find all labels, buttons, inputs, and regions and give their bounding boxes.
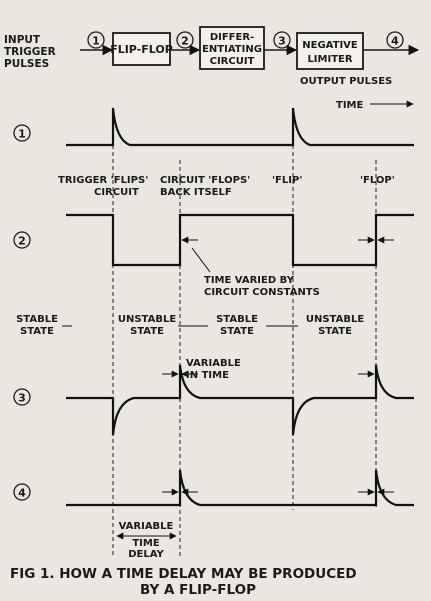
time-varied-leader	[191, 247, 211, 273]
limiter-block-line-2: LIMITER	[307, 54, 352, 65]
delay-label-line-2: TIME	[132, 538, 159, 549]
output-pulse-trace	[66, 469, 414, 507]
input-label-line-3: PULSES	[4, 58, 49, 70]
variable-in-time-line-2: IN TIME	[186, 370, 229, 381]
flip-flop-block	[112, 32, 171, 66]
node-3-circle	[273, 31, 291, 49]
stable-state-1-line-1: STABLE	[16, 314, 58, 325]
state-labels: STABLE STATE UNSTABLE STATE STABLE STATE…	[16, 314, 364, 337]
time-varied-line-2: CIRCUIT CONSTANTS	[204, 287, 320, 298]
unstable-state-2-line-1: UNSTABLE	[306, 314, 364, 325]
differentiating-circuit-block	[199, 26, 265, 70]
node-2-circle	[176, 31, 194, 49]
delay-label-line-1: VARIABLE	[119, 521, 174, 532]
waveform-2-label: 2	[18, 235, 26, 248]
stable-state-2-line-2: STATE	[220, 326, 254, 337]
flip-label: 'FLIP'	[272, 175, 302, 186]
negative-limiter-block	[296, 32, 364, 70]
unstable-state-2-line-2: STATE	[318, 326, 352, 337]
unstable-state-1-line-1: UNSTABLE	[118, 314, 176, 325]
waveform-2: 2	[13, 213, 414, 273]
trigger-flips-line-2: CIRCUIT	[94, 187, 139, 198]
input-label-line-1: INPUT	[4, 34, 41, 46]
time-delay-annotation: VARIABLE TIME DELAY	[116, 521, 177, 560]
caption-line-1: FIG 1. HOW A TIME DELAY MAY BE PRODUCED	[10, 566, 357, 582]
diff-block-line-3: CIRCUIT	[210, 56, 255, 67]
stable-state-1-line-2: STATE	[20, 326, 54, 337]
waveform-2-label-circle	[13, 231, 31, 249]
waveform-4-label-circle	[13, 483, 31, 501]
flip-flop-output-trace	[66, 213, 414, 267]
diff-block-line-2: ENTIATING	[202, 44, 262, 55]
waveform-1-label: 1	[18, 128, 26, 141]
circuit-flops-line-1: CIRCUIT 'FLOPS'	[160, 175, 250, 186]
flip-flop-block-label: FLIP-FLOP	[110, 43, 173, 56]
node-1-label: 1	[92, 35, 100, 48]
time-markers	[112, 145, 377, 558]
trigger-pulse-trace	[66, 107, 414, 147]
block-diagram: INPUT TRIGGER PULSES 1 FLIP-FLOP 2 DIFFE…	[4, 26, 420, 87]
node-2-label: 2	[181, 35, 189, 48]
waveform-3: 3	[13, 364, 414, 436]
waveform-3-label: 3	[18, 392, 26, 405]
diff-block-line-1: DIFFER-	[210, 32, 254, 43]
input-label-line-2: TRIGGER	[4, 46, 56, 58]
stable-state-2-line-1: STABLE	[216, 314, 258, 325]
differentiated-trace	[66, 364, 414, 436]
waveform-4-label: 4	[18, 487, 26, 500]
limiter-block-line-1: NEGATIVE	[302, 40, 358, 51]
flop-label: 'FLOP'	[360, 175, 395, 186]
time-label: TIME	[336, 100, 363, 111]
node-1-circle	[87, 31, 105, 49]
waveform-4: 4	[13, 469, 414, 507]
circuit-flops-line-2: BACK ITSELF	[160, 187, 232, 198]
node-4-label: 4	[391, 35, 399, 48]
time-varied-line-1: TIME VARIED BY	[204, 275, 295, 286]
output-pulses-label: OUTPUT PULSES	[300, 76, 392, 87]
unstable-state-1-line-2: STATE	[130, 326, 164, 337]
variable-in-time-line-1: VARIABLE	[186, 358, 241, 369]
node-4-circle	[386, 31, 404, 49]
delay-label-line-3: DELAY	[128, 549, 164, 560]
trigger-flips-line-1: TRIGGER 'FLIPS'	[58, 175, 148, 186]
node-3-label: 3	[278, 35, 286, 48]
waveform-3-label-circle	[13, 388, 31, 406]
caption-line-2: BY A FLIP-FLOP	[140, 582, 256, 598]
waveform-1-label-circle	[13, 124, 31, 142]
waveform-1: 1	[13, 107, 414, 147]
